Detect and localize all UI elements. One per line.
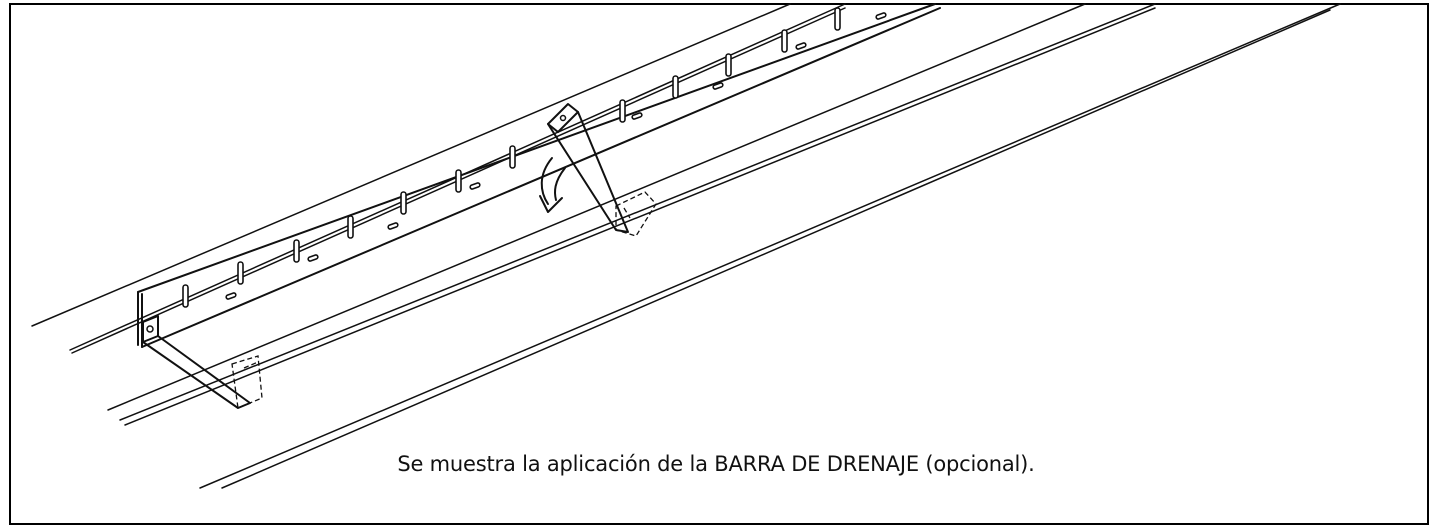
rail-lines (31, 3, 1341, 489)
caption-text: Se muestra la aplicación de la BARRA DE … (397, 452, 1035, 476)
drain-bar-slots (182, 7, 887, 308)
drain-bar (137, 3, 941, 348)
frame-border (9, 3, 1429, 525)
bracket-upper (547, 103, 657, 237)
rotate-arrow-icon (539, 157, 566, 213)
bracket-lower (142, 315, 263, 409)
